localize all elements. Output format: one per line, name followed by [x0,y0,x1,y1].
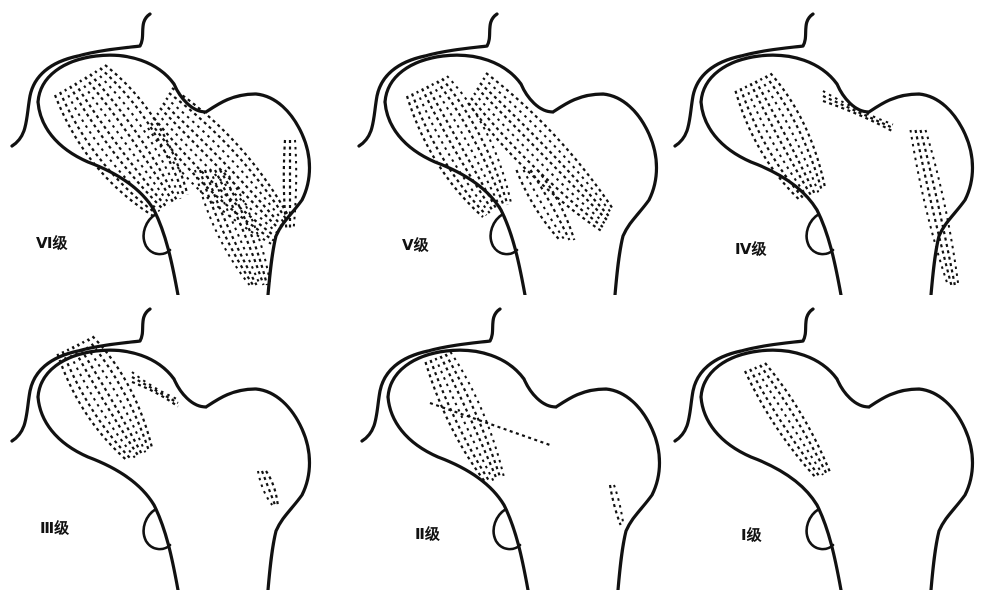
acetabulum-rim [675,309,813,441]
lesser-trochanter [144,509,170,549]
trabecular-line [823,96,893,128]
trabecular-line [610,485,621,525]
trabecular-line [524,170,565,240]
panel-grade-vi: Ⅵ级 [0,0,331,295]
lesser-trochanter [491,214,517,254]
trabecular-pattern [55,65,296,285]
femur-outline [362,309,660,590]
lesser-trochanter [144,214,170,254]
femoral-head [701,350,973,590]
femur-drawing-grade-ii [350,295,681,590]
trabecular-line [451,352,504,477]
femur-outline [675,14,973,295]
trabecular-line [407,96,483,217]
trabecular-line [100,68,184,197]
femoral-neck-inferior [701,397,841,590]
femur-drawing-grade-v [347,0,678,295]
femur-outline [12,309,310,590]
femoral-neck-inferior [388,397,528,590]
femoral-neck-inferior [701,102,841,295]
panel-grade-ii: Ⅱ级 [350,295,681,590]
trabecular-line [745,371,816,478]
trabecular-pattern [58,336,278,505]
lesser-trochanter [807,214,833,254]
femoral-neck-inferior [38,397,178,590]
femoral-head [388,350,660,590]
trabecular-line [760,365,827,474]
panel-grade-i: Ⅰ级 [663,295,994,590]
femur-outline [675,309,973,590]
trabecular-line [823,101,893,132]
trabecular-line [132,377,178,403]
trabecular-line [422,89,494,212]
femur-drawing-grade-i [663,295,994,590]
trabecular-pattern [736,73,959,285]
grade-label-vi: Ⅵ级 [36,232,68,253]
lesser-trochanter [807,509,833,549]
trabecular-line [220,170,267,285]
trabecular-line [755,367,823,475]
femoral-head [38,55,310,295]
femur-drawing-grade-iii [0,295,331,590]
trabecular-line [78,344,142,454]
trabecular-line [262,471,275,505]
trabecular-line [430,403,550,445]
trabecular-line [63,351,132,459]
trabecular-line [926,130,959,285]
trabecular-line [911,130,948,285]
panel-grade-iii: Ⅲ级 [0,295,331,590]
trabecular-line [474,93,605,224]
femoral-head [38,350,310,590]
lesser-trochanter [494,509,520,549]
acetabulum-rim [675,14,813,146]
trabecular-line [83,341,146,452]
femoral-head [385,55,657,295]
panel-grade-v: Ⅴ级 [347,0,678,295]
trabecular-line [132,382,178,407]
grade-label-iv: Ⅳ级 [735,238,766,259]
trabecular-line [210,170,260,285]
grade-label-iii: Ⅲ级 [40,517,69,538]
femur-drawing-grade-iv [663,0,994,295]
femoral-neck-inferior [385,102,525,295]
trabecular-line [80,80,170,205]
grade-label-ii: Ⅱ级 [415,523,440,544]
trabecular-line [154,118,276,237]
trabecular-line [163,103,282,227]
grade-label-i: Ⅰ级 [741,524,762,545]
panel-grade-iv: Ⅳ级 [663,0,994,295]
grade-label-v: Ⅴ级 [402,234,429,255]
femoral-neck-inferior [38,102,178,295]
trabecular-line [437,81,504,207]
trabecular-line [68,349,135,458]
trabecular-line [432,84,501,209]
acetabulum-rim [359,14,497,146]
trabecular-line [294,140,297,230]
trabecular-line [531,170,570,240]
